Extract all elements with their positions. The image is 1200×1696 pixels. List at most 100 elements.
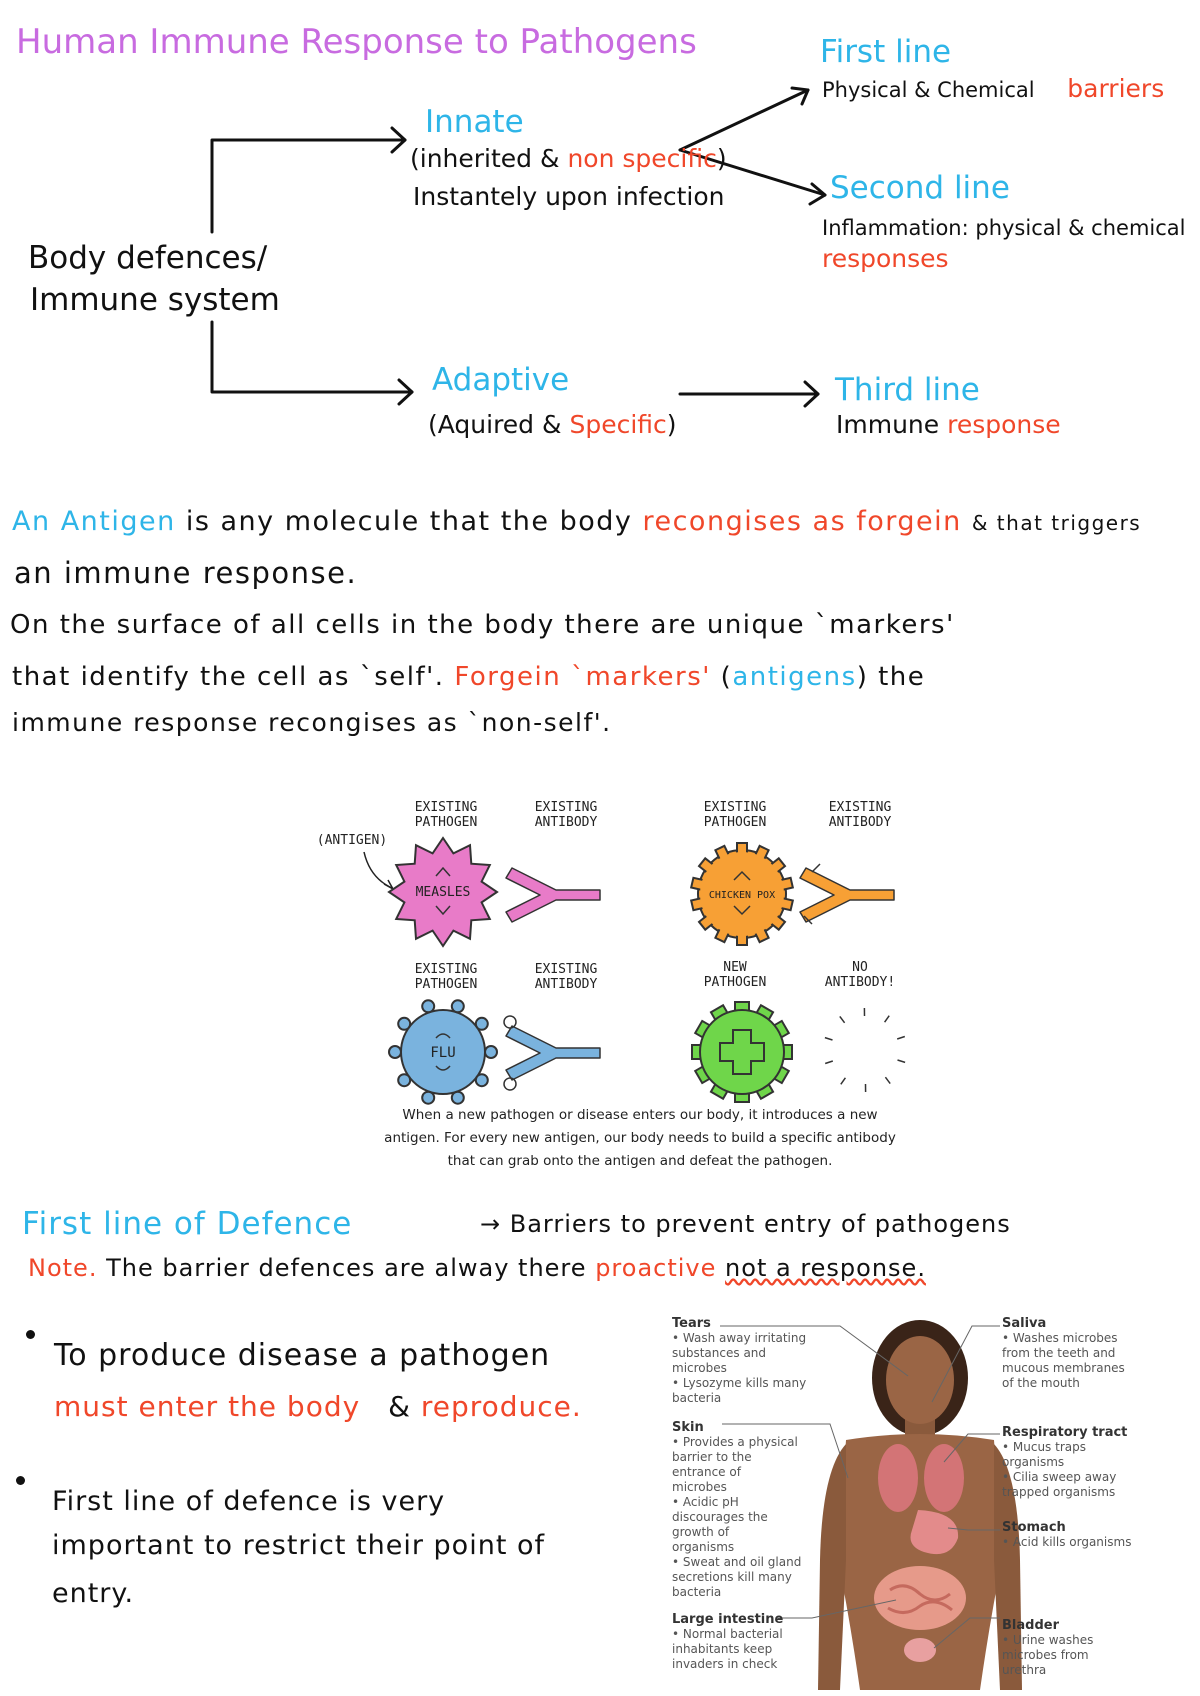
bladder-item: microbes from bbox=[1002, 1648, 1089, 1662]
diagram-caption: When a new pathogen or disease enters ou… bbox=[380, 1104, 900, 1173]
bullet1-end: reproduce. bbox=[420, 1390, 582, 1423]
large-intestine-item: inhabitants keep bbox=[672, 1642, 773, 1656]
bullet2-line1: First line of defence is very bbox=[52, 1486, 446, 1517]
saliva-item: • Washes microbes bbox=[1002, 1331, 1118, 1345]
antigen-l1-mid: is any molecule that the body bbox=[185, 506, 633, 537]
tears-item: • Lysozyme kills many bbox=[672, 1376, 807, 1390]
third-line-body: Immune bbox=[836, 410, 940, 439]
antigens-word: antigens bbox=[732, 662, 857, 692]
adaptive-paren-close: ) bbox=[666, 410, 677, 439]
innate-label: Innate bbox=[425, 104, 524, 140]
respiratory-item: trapped organisms bbox=[1002, 1485, 1116, 1499]
skin-item: • Provides a physical bbox=[672, 1435, 798, 1449]
tears-item: substances and bbox=[672, 1346, 767, 1360]
second-line-label: Second line bbox=[830, 170, 1010, 206]
bladder-item: urethra bbox=[1002, 1663, 1047, 1677]
adaptive-detail: (Aquired & Specific) bbox=[428, 410, 677, 439]
responses-text: responses bbox=[822, 244, 949, 273]
skin-item: bacteria bbox=[672, 1585, 722, 1599]
antigen-l1-end: & that triggers bbox=[971, 511, 1142, 535]
bullet2-line2: important to restrict their point of bbox=[52, 1530, 546, 1561]
skin-item: secretions kill many bbox=[672, 1570, 792, 1584]
bullet2-line3: entry. bbox=[52, 1578, 135, 1609]
antigen-para-line5: immune response recongises as `non-self'… bbox=[12, 708, 612, 737]
first-line-arrow-text: → Barriers to prevent entry of pathogens bbox=[480, 1210, 1011, 1238]
caption-line-1: When a new pathogen or disease enters ou… bbox=[402, 1107, 878, 1123]
first-line-heading-text: First line of Defence bbox=[22, 1206, 353, 1242]
barriers-text: barriers bbox=[1067, 74, 1165, 103]
large-intestine-item: invaders in check bbox=[672, 1657, 778, 1671]
tears-item: microbes bbox=[672, 1361, 727, 1375]
bullet1-line1: To produce disease a pathogen bbox=[54, 1338, 551, 1373]
innate-line2: Instantely upon infection bbox=[413, 182, 725, 211]
antigen-para-line2: an immune response. bbox=[14, 556, 358, 590]
first-line-heading: First line of Defence bbox=[22, 1206, 352, 1242]
first-line-text: Physical & Chemical barriers bbox=[822, 74, 1164, 103]
skin-item: organisms bbox=[672, 1540, 735, 1554]
bullet1-red: must enter the body bbox=[54, 1390, 361, 1423]
antigen-l4-red: Forgein `markers' bbox=[454, 662, 711, 692]
skin-item: • Sweat and oil gland bbox=[672, 1555, 802, 1569]
first-line-label: First line bbox=[820, 34, 952, 70]
page-title: Human Immune Response to Pathogens bbox=[16, 22, 697, 62]
body-right-labels: Saliva • Washes microbes from the teeth … bbox=[1002, 1316, 1131, 1678]
antigen-word: Antigen bbox=[60, 506, 176, 537]
specific-text: Specific bbox=[569, 410, 667, 439]
root-label-line2: Immune system bbox=[30, 282, 280, 318]
not-a-response-text: not a response. bbox=[725, 1254, 926, 1282]
note-line: Note. The barrier defences are alway the… bbox=[28, 1254, 926, 1282]
respiratory-title: Respiratory tract bbox=[1002, 1425, 1128, 1440]
antigen-para-line4: that identify the cell as `self'. Forgei… bbox=[12, 662, 925, 692]
intestine-icon bbox=[874, 1566, 966, 1630]
antigen-para-line3: On the surface of all cells in the body … bbox=[10, 610, 955, 640]
antigen-l1-red: recongises as forgein bbox=[642, 506, 962, 537]
saliva-item: of the mouth bbox=[1002, 1376, 1080, 1390]
tears-title: Tears bbox=[672, 1316, 711, 1331]
antigen-label: (ANTIGEN) bbox=[316, 833, 388, 848]
response-text: response bbox=[947, 410, 1061, 439]
adaptive-label: Adaptive bbox=[432, 362, 570, 398]
saliva-title: Saliva bbox=[1002, 1316, 1047, 1331]
stomach-title: Stomach bbox=[1002, 1520, 1066, 1535]
antigen-l4-end: the bbox=[878, 662, 926, 692]
body-left-labels: Tears • Wash away irritating substances … bbox=[672, 1316, 806, 1672]
caption-line-2: antigen. For every new antigen, our body… bbox=[384, 1130, 896, 1146]
skin-item: entrance of bbox=[672, 1465, 741, 1479]
bullet-dot-2 bbox=[16, 1476, 25, 1485]
flow-arrows bbox=[210, 86, 827, 408]
antigen-para-line1: An Antigen is any molecule that the body… bbox=[12, 506, 1141, 537]
innate-paren-close: ) bbox=[716, 144, 727, 173]
skin-item: barrier to the bbox=[672, 1450, 752, 1464]
root-label-line1: Body defences/ bbox=[28, 240, 268, 276]
skin-item: microbes bbox=[672, 1480, 727, 1494]
second-line-text: Inflammation: physical & chemical bbox=[822, 216, 1186, 240]
tears-item: bacteria bbox=[672, 1391, 722, 1405]
skin-item: discourages the bbox=[672, 1510, 768, 1524]
stomach-item: • Acid kills organisms bbox=[1002, 1535, 1132, 1549]
face-icon bbox=[886, 1336, 954, 1424]
stomach-icon bbox=[910, 1510, 959, 1555]
saliva-item: from the teeth and bbox=[1002, 1346, 1116, 1360]
respiratory-item: • Mucus traps bbox=[1002, 1440, 1086, 1454]
bladder-title: Bladder bbox=[1002, 1618, 1059, 1633]
bladder-item: • Urine washes bbox=[1002, 1633, 1094, 1647]
innate-detail: (inherited & non specific) bbox=[410, 144, 727, 173]
respiratory-item: organisms bbox=[1002, 1455, 1065, 1469]
bladder-icon bbox=[904, 1638, 936, 1662]
an-word: An bbox=[12, 506, 51, 537]
antigen-l4-paren-open: ( bbox=[720, 662, 733, 692]
caption-line-3: that can grab onto the antigen and defea… bbox=[447, 1153, 833, 1169]
antigen-l4-start: that identify the cell as `self'. bbox=[12, 662, 445, 692]
note-text: The barrier defences are alway there bbox=[106, 1254, 587, 1282]
proactive-text: proactive bbox=[595, 1254, 717, 1282]
tears-item: • Wash away irritating bbox=[672, 1331, 807, 1345]
non-specific-text: non specific bbox=[567, 144, 717, 173]
